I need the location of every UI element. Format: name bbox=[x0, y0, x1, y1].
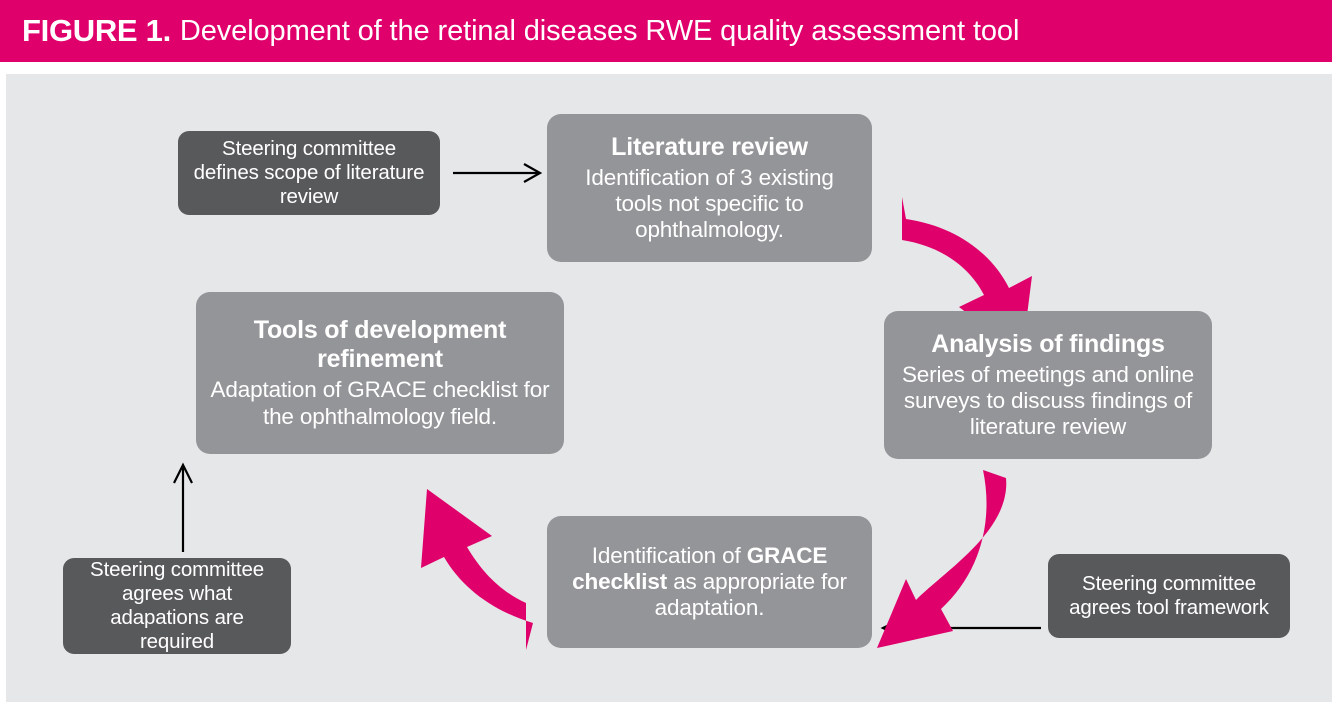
node-literature-review[interactable]: Literature review Identification of 3 ex… bbox=[547, 114, 872, 262]
node-steering-committee-scope[interactable]: Steering committee defines scope of lite… bbox=[178, 131, 440, 215]
node-steering-committee-framework[interactable]: Steering committee agrees tool framework bbox=[1048, 554, 1290, 638]
node-body-text: Steering committee defines scope of lite… bbox=[193, 137, 425, 208]
figure-header-bar: FIGURE 1. Development of the retinal dis… bbox=[0, 0, 1332, 62]
node-body-text: Steering committee agrees what adapation… bbox=[90, 558, 264, 653]
node-body-text: Steering committee agrees tool framework bbox=[1069, 572, 1269, 619]
figure-header-title: FIGURE 1. Development of the retinal dis… bbox=[22, 0, 1019, 62]
accent-arrow-grace-to-tools bbox=[421, 489, 533, 650]
connector-framework-to-grace bbox=[880, 618, 1041, 638]
node-analysis-of-findings[interactable]: Analysis of findings Series of meetings … bbox=[884, 311, 1212, 459]
figure-number-label: FIGURE 1. bbox=[22, 13, 171, 48]
node-title-text: Tools of development refinement bbox=[253, 316, 507, 374]
node-grace-checklist[interactable]: Identification of GRACE checklist as app… bbox=[547, 516, 872, 648]
node-steering-committee-adaptations[interactable]: Steering committee agrees what adapation… bbox=[63, 558, 291, 654]
node-title-text: Literature review bbox=[611, 132, 808, 161]
node-body-text: Series of meetings and online surveys to… bbox=[901, 361, 1195, 440]
node-title-text: Analysis of findings bbox=[931, 329, 1165, 358]
node-tools-of-development-refinement[interactable]: Tools of development refinement Adaptati… bbox=[196, 292, 564, 454]
diagram-canvas: Steering committee defines scope of lite… bbox=[6, 74, 1332, 702]
accent-arrow-analysis-to-grace bbox=[877, 470, 1007, 648]
node-body-text: Adaptation of GRACE checklist for the op… bbox=[210, 377, 550, 429]
connector-scope-to-literature bbox=[453, 163, 543, 183]
connector-adaptations-to-tools bbox=[173, 462, 193, 552]
node-body-text: Identification of GRACE checklist as app… bbox=[572, 542, 847, 621]
node-body-text: Identification of 3 existing tools not s… bbox=[585, 164, 834, 243]
figure-caption-text: Development of the retinal diseases RWE … bbox=[179, 14, 1020, 47]
